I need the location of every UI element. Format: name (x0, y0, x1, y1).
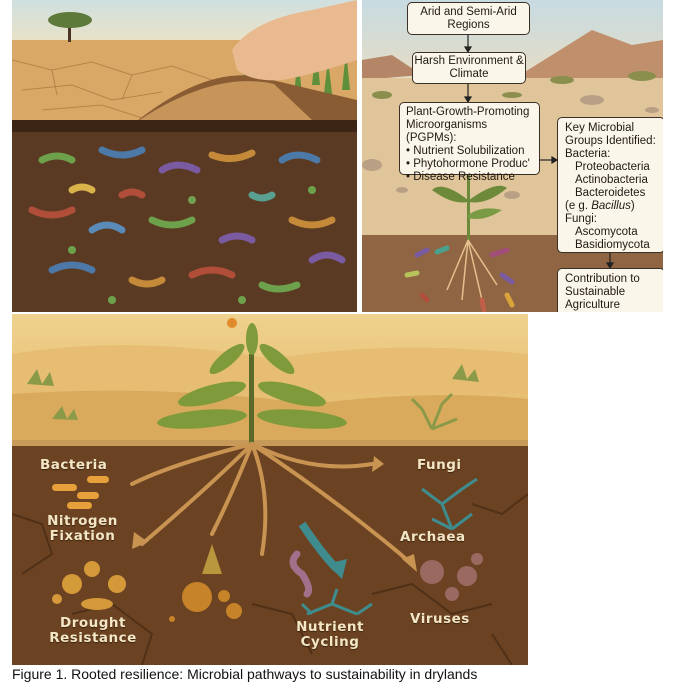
label-archaea: Archaea (400, 529, 466, 545)
pgpm-bullet: • Phytohormone Produc' (406, 158, 530, 170)
groups-title: Key Microbial Groups Identified: (565, 122, 656, 147)
bullet-text: Nutrient Solubilization (413, 145, 525, 157)
bacteria-item: Proteobacteria (575, 161, 650, 173)
flow-arrows (463, 35, 615, 270)
bacteria-icon (52, 476, 109, 509)
flow-box-microbial-groups: Key Microbial Groups Identified: Bacteri… (557, 117, 663, 253)
example-genus: Bacillus (591, 200, 631, 212)
shrub-icon (27, 364, 479, 420)
hand-icon (232, 0, 357, 81)
tree-icon (48, 12, 92, 42)
arrow-heads (132, 456, 417, 579)
flower-icon (227, 318, 237, 328)
fungi-icon (421, 477, 478, 531)
flow-box-harsh-environment: Harsh Environment & Climate (412, 52, 526, 84)
label-nitrogen-fixation: Nitrogen Fixation (47, 513, 118, 544)
panel-flowchart: Arid and Semi-Arid Regions Harsh Environ… (362, 0, 663, 312)
bullet-text: Disease Resistance (413, 171, 515, 183)
label-drought-resistance: Drought Resistance (49, 615, 137, 646)
label-viruses: Viruses (410, 611, 470, 627)
pgpm-bullet: • Nutrient Solubilization (406, 145, 525, 157)
figure-caption: Figure 1. Rooted resilience: Microbial p… (12, 666, 478, 682)
label-fungi: Fungi (417, 457, 462, 473)
bacteria-item: Actinobacteria (575, 174, 648, 186)
example-suffix: ) (630, 200, 635, 212)
pgpm-title: Plant-Growth-Promoting Microorganisms (P… (406, 106, 530, 144)
flow-box-arid-regions: Arid and Semi-Arid Regions (407, 2, 530, 35)
plant-icon (432, 175, 507, 301)
bacteria-item: Bacteroidetes (575, 187, 646, 199)
panel-rooted-pathways: Bacteria Nitrogen Fixation Drought Resis… (12, 314, 528, 665)
plant-icon (157, 318, 347, 444)
flow-box-sustainable-agriculture: Contribution to Sustainable Agriculture (557, 268, 663, 312)
bullet-text: Phytohormone Produc' (413, 158, 530, 170)
fungi-item: Ascomycota (575, 226, 638, 238)
fungi-label: Fungi: (565, 213, 597, 225)
drought-microbes-icon (52, 561, 126, 610)
panel-soil-microbes-illustration (12, 0, 357, 312)
flow-box-text: Contribution to Sustainable Agriculture (565, 273, 640, 311)
roots (130, 442, 414, 566)
roots-illustration (12, 314, 528, 665)
nutrient-network-icon (300, 588, 373, 616)
flow-box-pgpms: Plant-Growth-Promoting Microorganisms (P… (399, 102, 540, 183)
example-prefix: (e g. (565, 200, 592, 212)
label-bacteria: Bacteria (40, 457, 108, 473)
pgpm-bullet: • Disease Resistance (406, 171, 515, 183)
fungi-item: Basidiomycota (575, 239, 650, 251)
flow-box-text: Harsh Environment & Climate (414, 55, 524, 80)
bacteria-example: (e g. Bacillus) (565, 200, 660, 213)
soil-illustration (12, 0, 357, 312)
branching-plant-icon (410, 392, 458, 431)
label-nutrient-cycling: Nutrient Cycling (296, 619, 364, 650)
flow-box-text: Arid and Semi-Arid Regions (420, 5, 517, 31)
virus-icon (420, 553, 483, 601)
bacteria-label: Bacteria: (565, 148, 611, 160)
